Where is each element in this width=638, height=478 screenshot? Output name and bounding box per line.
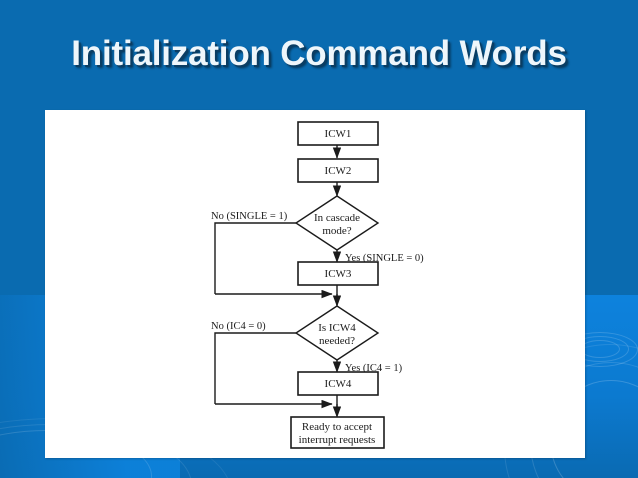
flowchart-node-decision-icw4-label-2: needed? <box>319 335 355 347</box>
flowchart-node-decision-cascade-label-2: mode? <box>322 225 351 237</box>
flowchart-node-ready: Ready to accept interrupt requests <box>290 416 385 449</box>
flowchart-node-icw2-label: ICW2 <box>325 165 352 177</box>
edge-label-decision1-no: No (SINGLE = 1) <box>211 211 288 222</box>
edge-label-decision2-no: No (IC4 = 0) <box>211 321 266 332</box>
flowchart-node-icw1: ICW1 <box>297 121 379 146</box>
edge-decision2-no-part1 <box>214 332 296 404</box>
flowchart-svg: ICW1 ICW2 In cascade mode? No (SINGLE = … <box>211 121 424 449</box>
flowchart-node-icw2: ICW2 <box>297 158 379 183</box>
flowchart-node-icw3: ICW3 <box>297 261 379 286</box>
flowchart-node-icw4: ICW4 <box>297 371 379 396</box>
flowchart-node-decision-cascade-label-1: In cascade <box>314 212 360 224</box>
flowchart-node-decision-icw4: Is ICW4 needed? <box>294 305 380 361</box>
edge-label-decision2-yes: Yes (IC4 = 1) <box>345 363 403 374</box>
flowchart-node-ready-label-1: Ready to accept <box>302 421 372 433</box>
edge-decision1-no-part1 <box>214 222 296 294</box>
flowchart-node-icw4-label: ICW4 <box>325 378 352 390</box>
slide-title: Initialization Command Words <box>71 34 567 73</box>
flowchart-panel: ICW1 ICW2 In cascade mode? No (SINGLE = … <box>45 110 585 458</box>
edge-label-decision1-yes: Yes (SINGLE = 0) <box>345 253 424 264</box>
flowchart-node-ready-label-2: interrupt requests <box>299 434 376 446</box>
flowchart-node-icw1-label: ICW1 <box>325 128 352 140</box>
flowchart-node-decision-icw4-label-1: Is ICW4 <box>318 322 356 334</box>
flowchart-node-icw3-label: ICW3 <box>325 268 352 280</box>
flowchart-node-decision-cascade: In cascade mode? <box>294 195 380 251</box>
